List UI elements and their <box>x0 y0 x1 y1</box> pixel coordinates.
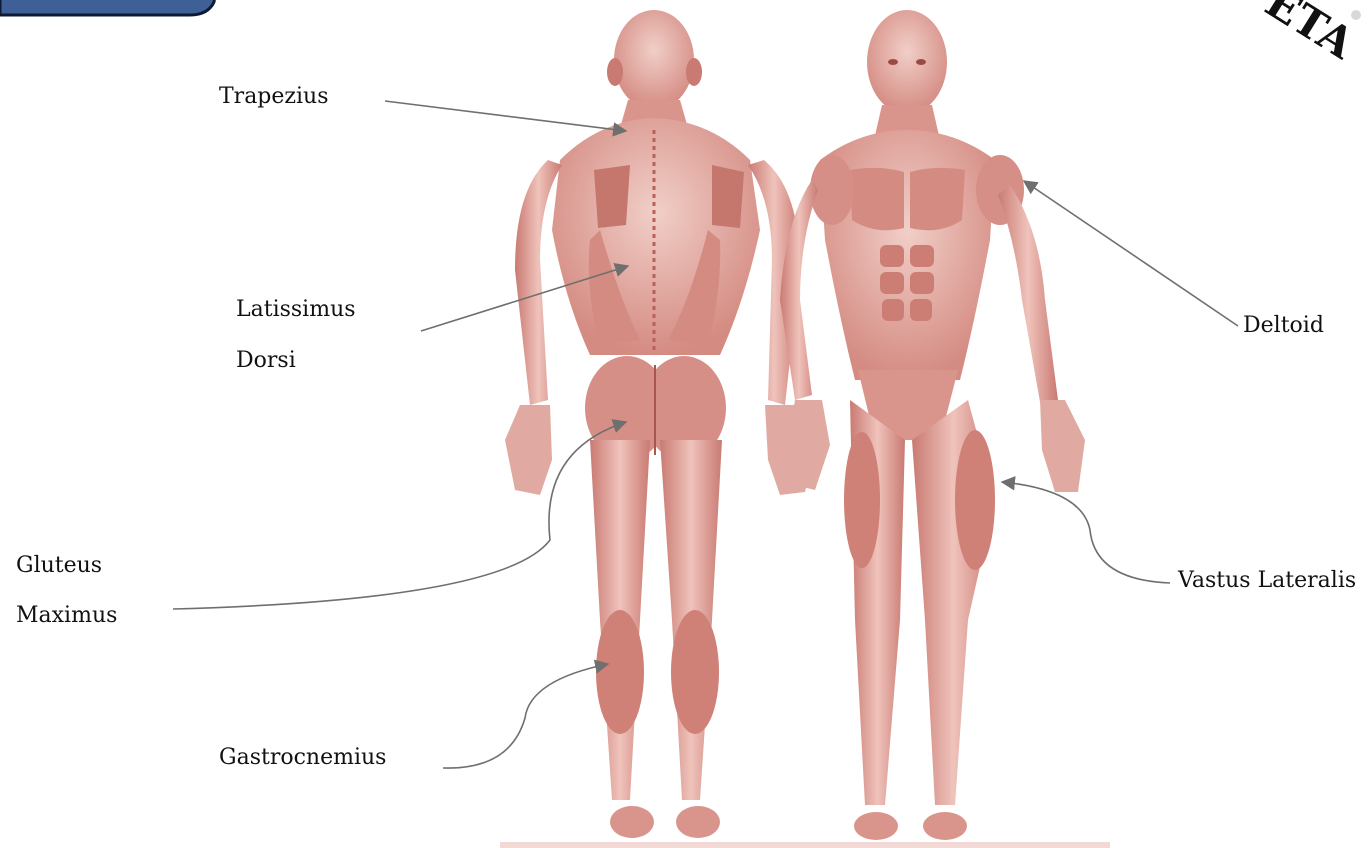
label-latissimus-line1: Latissimus <box>236 297 356 322</box>
trapezius-leader <box>385 101 626 131</box>
deltoid-leader <box>1024 181 1238 326</box>
vastus-lateralis-leader <box>1002 482 1170 583</box>
label-deltoid: Deltoid <box>1243 313 1324 338</box>
label-gluteus-line1: Gluteus <box>16 553 102 578</box>
label-latissimus-line2: Dorsi <box>236 348 296 373</box>
gastrocnemius-leader <box>443 664 608 768</box>
label-gastrocnemius: Gastrocnemius <box>219 745 386 770</box>
back-view-figure <box>505 10 818 838</box>
front-view-figure <box>780 10 1085 840</box>
gluteus-leader <box>173 422 626 609</box>
label-trapezius: Trapezius <box>219 84 329 109</box>
label-vastus-lateralis: Vastus Lateralis <box>1178 568 1356 593</box>
label-gluteus-line2: Maximus <box>16 603 117 628</box>
